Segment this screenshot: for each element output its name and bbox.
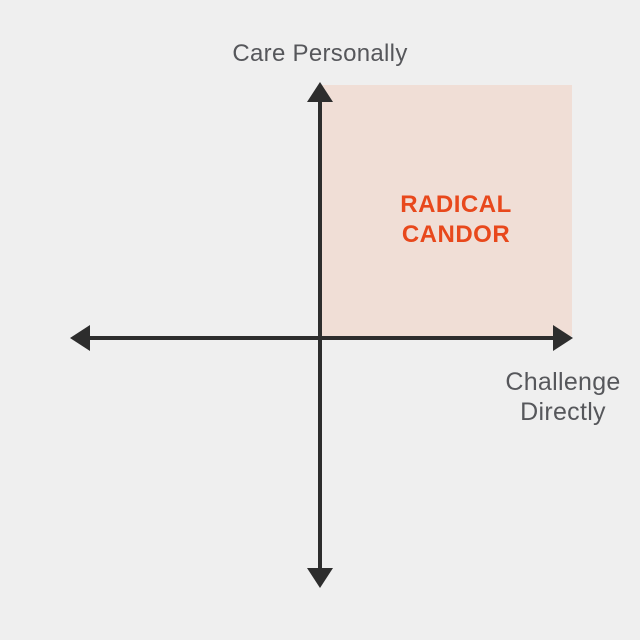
quadrant-radical-candor	[322, 85, 572, 336]
arrow-down-icon	[307, 568, 333, 588]
x-axis-label: Challenge Directly	[505, 368, 621, 426]
arrow-right-icon	[553, 325, 573, 351]
quadrant-label-radical-candor: RADICAL CANDOR	[400, 191, 512, 248]
y-axis-label: Care Personally	[232, 40, 408, 67]
arrow-up-icon	[307, 82, 333, 102]
arrow-left-icon	[70, 325, 90, 351]
